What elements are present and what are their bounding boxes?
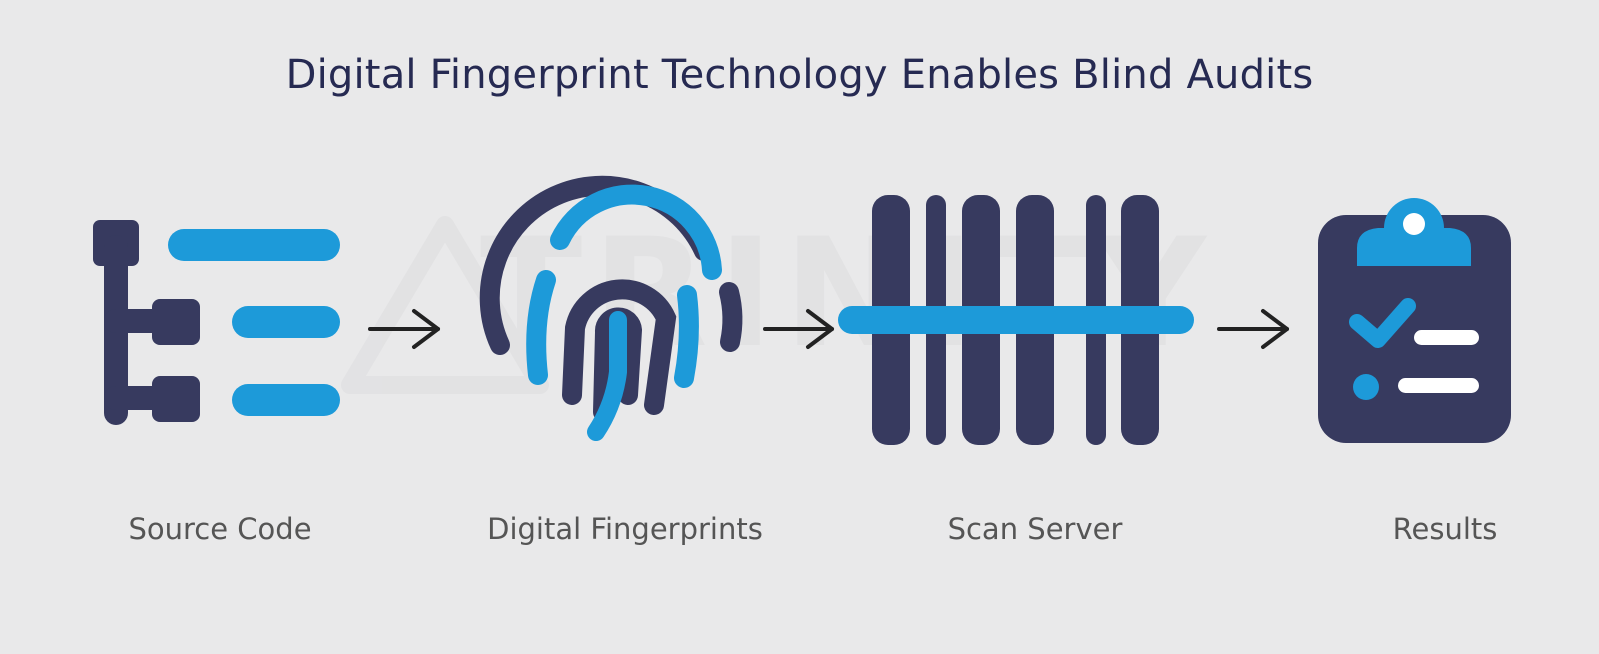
step-label-source-code: Source Code bbox=[128, 512, 312, 546]
clipboard-check-icon bbox=[1318, 198, 1511, 443]
arrow-right-icon bbox=[763, 309, 834, 349]
arrow-right-icon bbox=[1217, 309, 1289, 349]
barcode-scan-icon bbox=[838, 195, 1194, 445]
tree-list-icon bbox=[93, 220, 340, 425]
step-label-digital-fingerprints: Digital Fingerprints bbox=[487, 512, 763, 546]
step-label-results: Results bbox=[1392, 512, 1498, 546]
page-title: Digital Fingerprint Technology Enables B… bbox=[285, 52, 1314, 98]
arrow-right-icon bbox=[368, 309, 440, 349]
step-label-scan-server: Scan Server bbox=[947, 512, 1123, 546]
fingerprint-icon bbox=[479, 175, 743, 441]
